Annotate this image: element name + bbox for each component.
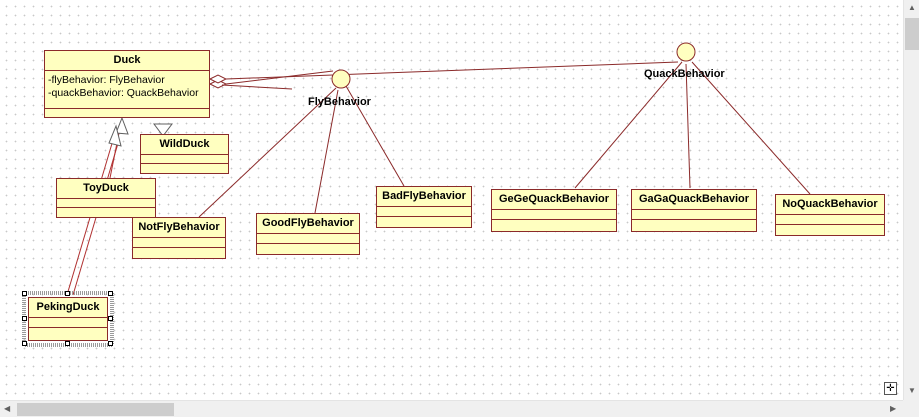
class-attributes — [141, 155, 228, 164]
class-operations — [29, 328, 107, 338]
realization-gegequack[interactable] — [574, 61, 683, 189]
class-name: WildDuck — [141, 135, 228, 155]
resize-handle-se[interactable] — [108, 341, 113, 346]
resize-handle-sw[interactable] — [22, 341, 27, 346]
class-attributes — [492, 210, 616, 220]
class-gagaquackbehavior[interactable]: GaGaQuackBehavior — [631, 189, 757, 232]
class-name: BadFlyBehavior — [377, 187, 471, 207]
class-operations — [45, 109, 209, 117]
aggregation-duck-quackbehavior[interactable] — [209, 61, 679, 84]
generalization-toyduck[interactable] — [109, 116, 129, 179]
class-name: PekingDuck — [29, 298, 107, 318]
class-badflybehavior[interactable]: BadFlyBehavior — [376, 186, 472, 228]
class-operations — [57, 208, 155, 217]
class-notflybehavior[interactable]: NotFlyBehavior — [132, 217, 226, 259]
class-operations — [632, 220, 756, 230]
class-operations — [257, 244, 359, 254]
attribute-quackbehavior: -quackBehavior: QuackBehavior — [48, 87, 199, 99]
move-arrows-icon[interactable]: ✛ — [884, 382, 897, 395]
resize-handle-ne[interactable] — [108, 291, 113, 296]
realization-notfly[interactable] — [198, 87, 337, 218]
class-attributes — [257, 234, 359, 244]
class-operations — [377, 217, 471, 227]
class-gegequackbehavior[interactable]: GeGeQuackBehavior — [491, 189, 617, 232]
class-duck[interactable]: Duck -flyBehavior: FlyBehavior -quackBeh… — [44, 50, 210, 118]
flybehavior-lollipop-icon[interactable] — [331, 69, 351, 89]
class-operations — [133, 248, 225, 258]
realization-badfly[interactable] — [345, 85, 405, 187]
realization-gagaquack[interactable] — [685, 63, 691, 189]
class-attributes — [776, 215, 884, 225]
class-toyduck[interactable]: ToyDuck — [56, 178, 156, 218]
resize-handle-e[interactable] — [108, 316, 113, 321]
realization-goodfly[interactable] — [314, 89, 339, 214]
class-name: GoodFlyBehavior — [257, 214, 359, 234]
class-attributes — [57, 199, 155, 208]
class-name: Duck — [45, 51, 209, 71]
class-pekingduck[interactable]: PekingDuck — [28, 297, 108, 341]
class-name: NotFlyBehavior — [133, 218, 225, 238]
scroll-down-icon[interactable]: ▼ — [908, 386, 916, 395]
horizontal-scroll-thumb[interactable] — [17, 403, 174, 416]
class-attributes — [377, 207, 471, 217]
class-name: GeGeQuackBehavior — [492, 190, 616, 210]
resize-handle-nw[interactable] — [22, 291, 27, 296]
class-attributes: -flyBehavior: FlyBehavior -quackBehavior… — [45, 71, 209, 109]
vertical-scroll-thumb[interactable] — [905, 18, 919, 50]
resize-handle-w[interactable] — [22, 316, 27, 321]
scroll-left-icon[interactable]: ◀ — [4, 404, 11, 413]
class-noquackbehavior[interactable]: NoQuackBehavior — [775, 194, 885, 236]
resize-handle-s[interactable] — [65, 341, 70, 346]
class-goodflybehavior[interactable]: GoodFlyBehavior — [256, 213, 360, 255]
class-operations — [492, 220, 616, 230]
class-attributes — [632, 210, 756, 220]
class-attributes — [29, 318, 107, 328]
realization-noquack[interactable] — [691, 61, 811, 195]
vertical-scrollbar[interactable]: ▲ ▼ — [903, 0, 919, 400]
class-name: NoQuackBehavior — [776, 195, 884, 215]
class-attributes — [133, 238, 225, 248]
diagram-canvas[interactable]: FlyBehavior QuackBehavior Duck -flyBehav… — [0, 0, 903, 400]
class-operations — [141, 164, 228, 173]
resize-handle-n[interactable] — [65, 291, 70, 296]
class-operations — [776, 225, 884, 235]
class-name: ToyDuck — [57, 179, 155, 199]
class-wildduck[interactable]: WildDuck — [140, 134, 229, 174]
scrollbar-corner — [903, 400, 919, 417]
class-name: GaGaQuackBehavior — [632, 190, 756, 210]
quackbehavior-lollipop-icon[interactable] — [676, 42, 696, 62]
quackbehavior-label: QuackBehavior — [644, 68, 725, 80]
horizontal-scrollbar[interactable]: ◀ ▶ — [0, 400, 903, 417]
attribute-flybehavior: -flyBehavior: FlyBehavior — [48, 74, 165, 86]
scroll-up-icon[interactable]: ▲ — [908, 3, 916, 12]
aggregation-duck-flybehavior[interactable] — [209, 70, 334, 89]
flybehavior-label: FlyBehavior — [308, 96, 371, 108]
aggregation-stub — [221, 84, 293, 90]
scroll-right-icon[interactable]: ▶ — [890, 404, 897, 413]
